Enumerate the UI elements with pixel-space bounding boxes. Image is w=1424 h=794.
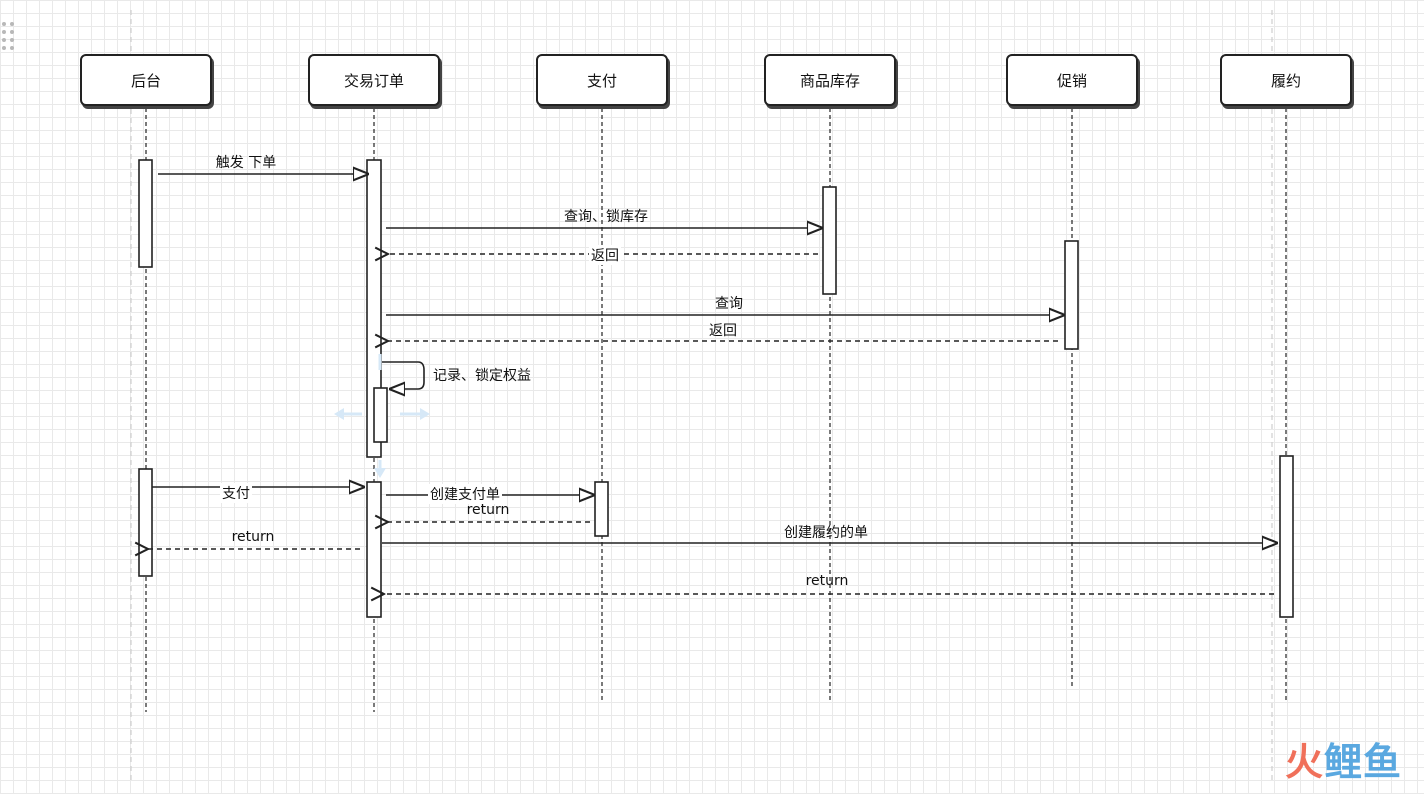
message-label-query-lock-inventory: 查询、锁库存 [564,209,648,225]
move-handle-icon[interactable] [334,354,430,478]
participant-fulfillment[interactable]: 履约 [1220,54,1352,106]
activation-fulfillment[interactable] [1279,455,1294,618]
message-arrow-self-record[interactable] [382,361,425,389]
message-label-self-record: 记录、锁定权益 [433,368,531,384]
activation-order-1[interactable] [366,159,382,458]
message-label-payment-return: return [466,502,510,518]
message-label-promotion-return: 返回 [709,323,737,339]
activation-backend-1[interactable] [138,159,153,268]
participant-backend[interactable]: 后台 [80,54,212,106]
participant-trade-order[interactable]: 交易订单 [308,54,440,106]
message-label-inventory-return: 返回 [589,245,621,265]
message-label-fulfillment-return: return [805,573,849,589]
watermark-part-2: 鲤鱼 [1323,740,1402,784]
message-label-trigger-order: 触发 下单 [215,155,277,171]
message-label-query-promotion: 查询 [715,296,743,312]
activation-order-self[interactable] [373,387,388,443]
watermark-logo: 火鲤鱼 [1285,731,1402,786]
participant-inventory[interactable]: 商品库存 [764,54,896,106]
watermark-part-1: 火 [1284,740,1324,784]
activation-backend-2[interactable] [138,468,153,577]
message-label-backend-return: return [231,529,275,545]
lifelines [145,108,1287,712]
drag-handle-icon[interactable] [0,22,16,52]
message-label-create-payment: 创建支付单 [428,484,502,504]
activation-order-2[interactable] [366,481,382,618]
activation-promotion[interactable] [1064,240,1079,350]
message-label-create-fulfillment: 创建履约的单 [784,525,868,541]
participant-payment[interactable]: 支付 [536,54,668,106]
activation-inventory[interactable] [822,186,837,295]
participant-promotion[interactable]: 促销 [1006,54,1138,106]
activation-payment[interactable] [594,481,609,537]
message-label-pay: 支付 [220,483,252,503]
